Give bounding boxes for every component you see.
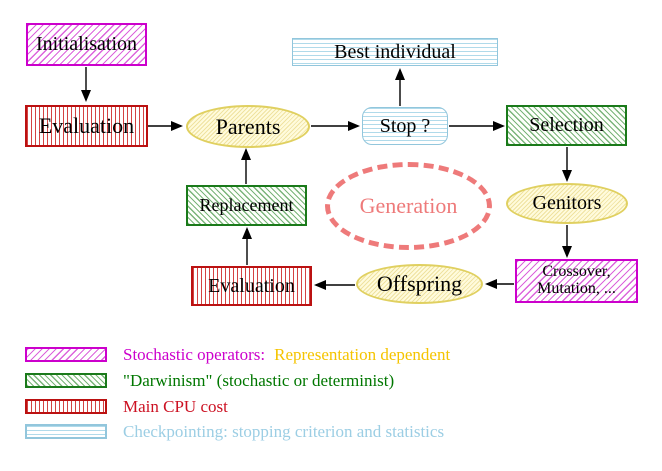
node-evaluation-bottom: Evaluation <box>191 266 312 306</box>
node-selection: Selection <box>506 105 627 146</box>
legend-row-darwinism: "Darwinism" (stochastic or determinist) <box>25 370 395 390</box>
legend-row-cpu-cost: Main CPU cost <box>25 396 228 416</box>
node-evaluation-top: Evaluation <box>25 105 148 147</box>
node-generation: Generation <box>325 162 492 250</box>
node-initialisation: Initialisation <box>26 23 147 66</box>
legend-row-stochastic: Stochastic operators: Representation dep… <box>25 344 451 364</box>
legend-label-main-cpu-cost: Main CPU cost <box>123 396 228 416</box>
legend-swatch-magenta-hatch <box>25 347 107 362</box>
node-replacement: Replacement <box>186 185 307 226</box>
node-parents: Parents <box>186 105 310 148</box>
crossover-line1: Crossover, <box>542 263 611 281</box>
legend-row-checkpointing: Checkpointing: stopping criterion and st… <box>25 421 445 441</box>
legend-label-darwinism: "Darwinism" (stochastic or determinist) <box>123 370 395 390</box>
crossover-line2: Mutation, ... <box>537 280 616 297</box>
legend-swatch-cyan-stripes <box>25 424 107 439</box>
legend-label-checkpointing: Checkpointing: stopping criterion and st… <box>123 421 445 441</box>
legend-swatch-green-hatch <box>25 373 107 388</box>
node-stop: Stop ? <box>362 107 448 145</box>
legend-label-stochastic-operators: Stochastic operators: <box>123 344 266 364</box>
node-best-individual: Best individual <box>292 38 498 66</box>
node-crossover-mutation: Crossover, Mutation, ... <box>515 259 638 303</box>
legend-swatch-red-stripes <box>25 399 107 414</box>
node-offspring: Offspring <box>356 264 483 304</box>
node-genitors: Genitors <box>506 183 628 224</box>
legend-label-representation-dependent: Representation dependent <box>274 344 451 364</box>
